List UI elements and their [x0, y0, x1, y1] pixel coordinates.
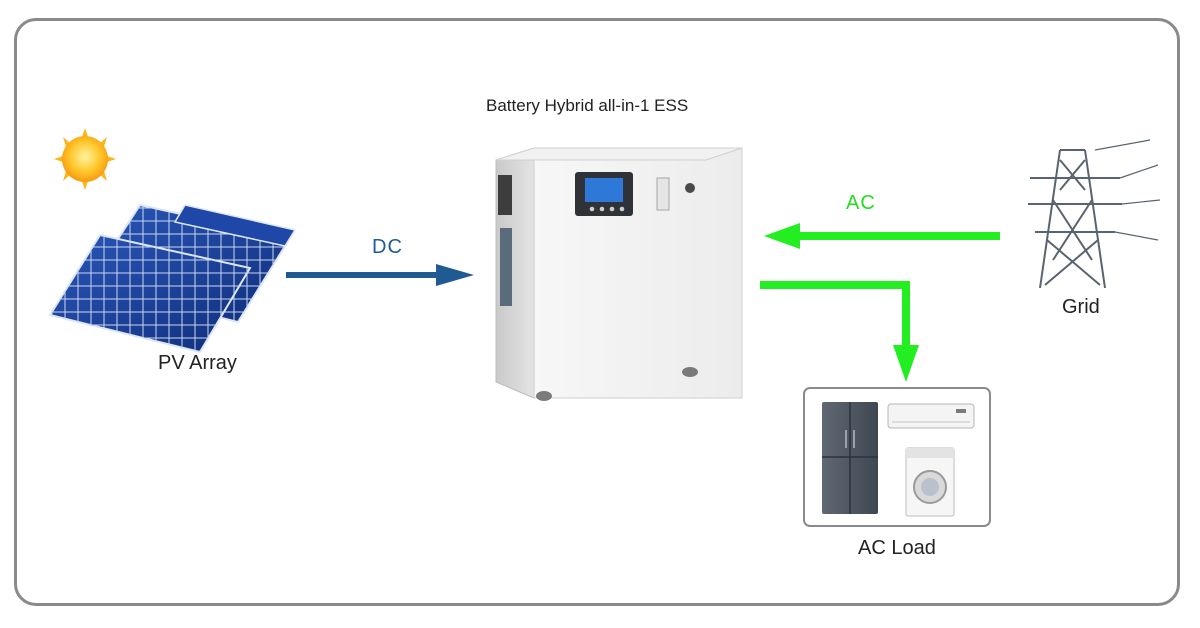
ac-label: AC	[846, 192, 876, 214]
battery-ess-unit-icon	[495, 147, 743, 401]
ac-arrow-to-load	[760, 281, 919, 382]
ac-arrow-from-grid	[764, 223, 1000, 249]
washing-machine-icon	[905, 447, 955, 517]
solar-panel-icon	[48, 203, 297, 354]
pv-array-label: PV Array	[158, 352, 237, 374]
sun-icon	[54, 128, 116, 190]
ess-title: Battery Hybrid all-in-1 ESS	[486, 96, 689, 115]
air-conditioner-icon	[887, 403, 975, 429]
dc-arrow	[286, 264, 474, 286]
power-tower-icon	[1028, 139, 1161, 289]
grid-label: Grid	[1062, 296, 1100, 318]
dc-label: DC	[372, 236, 403, 258]
refrigerator-icon	[822, 402, 878, 514]
ac-load-label: AC Load	[858, 537, 936, 559]
